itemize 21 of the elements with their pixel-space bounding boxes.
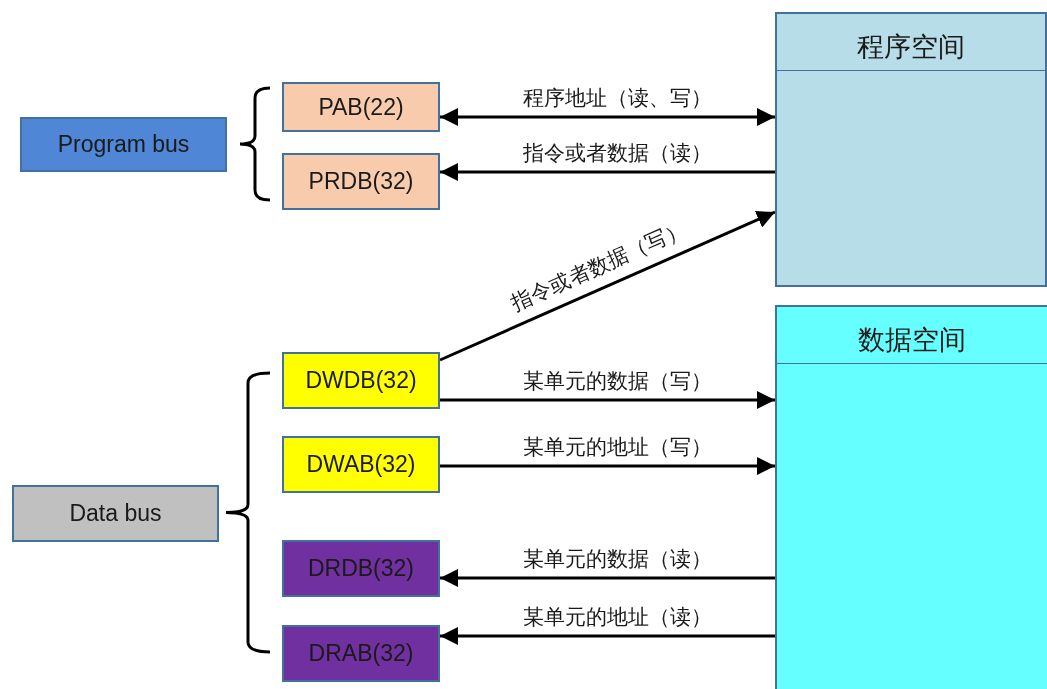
- panel-heading: 程序空间: [857, 31, 965, 62]
- bus-label: DWAB(32): [306, 451, 416, 478]
- bus-box: [12, 485, 219, 542]
- bus-label: PRDB(32): [308, 168, 414, 195]
- memory-space-panel: [775, 12, 1047, 287]
- bus-box: [282, 352, 440, 409]
- bus-box: [282, 436, 440, 493]
- bus-label: DRAB(32): [308, 640, 414, 667]
- bus-label: PAB(22): [318, 93, 404, 121]
- bus-box: [282, 625, 440, 682]
- bus-label: DWDB(32): [305, 367, 417, 394]
- bus-box: [282, 82, 440, 132]
- bus-box: [282, 540, 440, 597]
- panel-heading: 数据空间: [858, 324, 966, 355]
- bus-box: [20, 117, 227, 172]
- memory-space-panel: [775, 305, 1047, 689]
- bus-label: DRDB(32): [307, 555, 415, 582]
- bus-label: Program bus: [57, 131, 190, 158]
- bus-box: [282, 153, 440, 210]
- bus-label: Data bus: [69, 500, 162, 527]
- edge-label: 指令或者数据（写）: [506, 215, 691, 318]
